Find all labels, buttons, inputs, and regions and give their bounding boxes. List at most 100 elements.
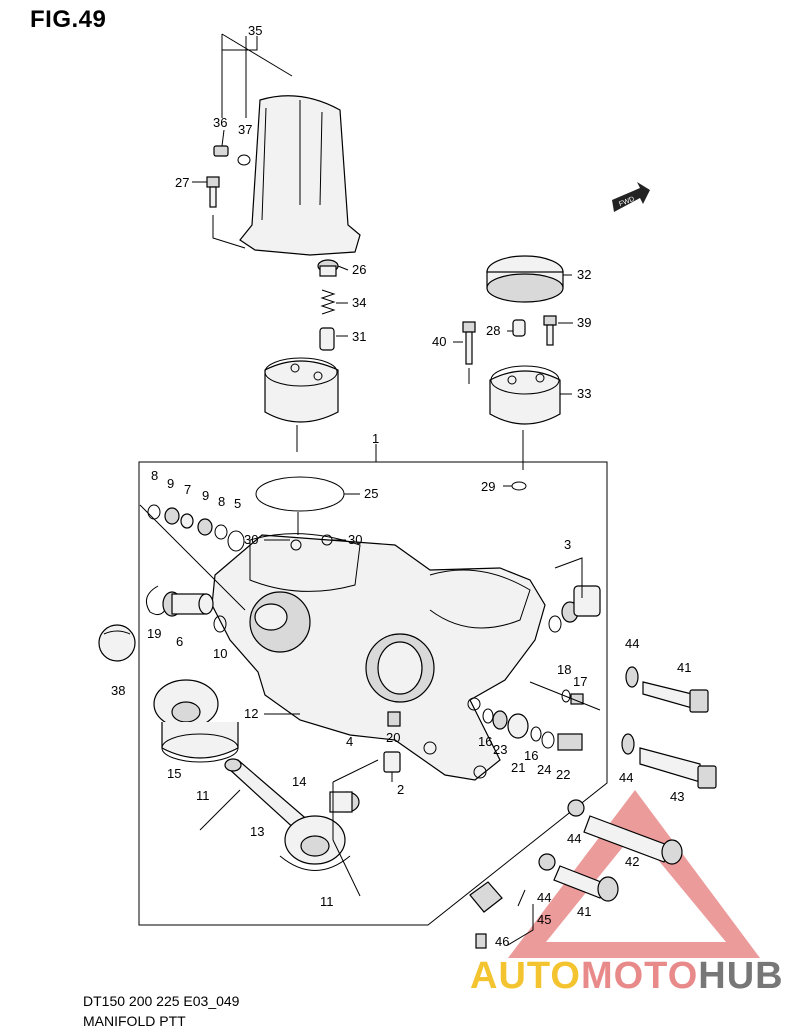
part-bolt-43 xyxy=(639,747,717,789)
callout-45: 45 xyxy=(537,912,551,927)
callout-10: 10 xyxy=(213,646,227,661)
callout-41b: 41 xyxy=(577,904,591,919)
callout-13: 13 xyxy=(250,824,264,839)
callout-17: 17 xyxy=(573,674,587,689)
callout-46: 46 xyxy=(495,934,509,949)
callout-31: 31 xyxy=(352,329,366,344)
part-clip-19 xyxy=(145,585,166,616)
part-washer-44b xyxy=(621,733,635,755)
callout-7: 7 xyxy=(184,482,191,497)
callout-labels: 35 36 37 27 26 34 31 32 39 28 40 33 1 25… xyxy=(111,23,691,949)
callout-43: 43 xyxy=(670,789,684,804)
part-cushion-45 xyxy=(469,881,503,913)
callout-20: 20 xyxy=(386,730,400,745)
part-spring-34 xyxy=(320,289,336,315)
part-shaft-13 xyxy=(224,758,351,871)
part-block-left xyxy=(264,357,339,452)
part-valve-3 xyxy=(548,557,601,633)
callout-18: 18 xyxy=(557,662,571,677)
callout-36: 36 xyxy=(213,115,227,130)
part-manifold-body xyxy=(211,533,546,781)
callout-26: 26 xyxy=(352,262,366,277)
part-valve-4 xyxy=(329,759,379,897)
watermark-logo: AUTOMOTOHUB xyxy=(470,955,784,998)
callout-2: 2 xyxy=(397,782,404,797)
part-nipple-20 xyxy=(387,711,401,727)
part-block-right xyxy=(489,365,561,470)
part-bolt-42 xyxy=(583,815,683,865)
part-valve-6 xyxy=(162,591,214,617)
callout-8b: 8 xyxy=(218,494,225,509)
callout-3: 3 xyxy=(564,537,571,552)
callout-9a: 9 xyxy=(167,476,174,491)
callout-15: 15 xyxy=(167,766,181,781)
part-piston-15 xyxy=(153,679,239,763)
callout-38: 38 xyxy=(111,683,125,698)
part-washer-44c xyxy=(567,799,585,817)
callout-28: 28 xyxy=(486,323,500,338)
callout-1: 1 xyxy=(372,431,379,446)
part-plug-28 xyxy=(512,319,526,337)
callout-11b: 11 xyxy=(320,894,334,909)
callout-23: 23 xyxy=(493,742,507,757)
callout-30b: 30 xyxy=(348,532,362,547)
part-cap-38 xyxy=(98,624,136,662)
part-piston-31 xyxy=(319,327,335,351)
figure-name: MANIFOLD PTT xyxy=(83,1013,186,1029)
fwd-arrow-icon: FWD xyxy=(612,182,650,212)
callout-24: 24 xyxy=(537,762,551,777)
part-bolt-36 xyxy=(213,145,229,157)
callout-44b: 44 xyxy=(619,770,633,785)
callout-5: 5 xyxy=(234,496,241,511)
callout-34: 34 xyxy=(352,295,366,310)
callout-44d: 44 xyxy=(537,890,551,905)
part-washer-44a xyxy=(625,666,639,688)
part-small-row-right xyxy=(482,681,601,751)
callout-40: 40 xyxy=(432,334,446,349)
callout-21: 21 xyxy=(511,760,525,775)
part-oring-37 xyxy=(237,154,251,166)
callout-12: 12 xyxy=(244,706,258,721)
callout-11a: 11 xyxy=(196,788,210,803)
part-valve-2 xyxy=(383,751,401,782)
leader-lines xyxy=(192,36,573,946)
callout-39: 39 xyxy=(577,315,591,330)
callout-44a: 44 xyxy=(625,636,639,651)
callout-22: 22 xyxy=(556,767,570,782)
callout-37: 37 xyxy=(238,122,252,137)
part-small-row-left xyxy=(139,504,246,611)
figure-code: DT150 200 225 E03_049 xyxy=(83,993,240,1009)
callout-19: 19 xyxy=(147,626,161,641)
part-bolt-41b xyxy=(553,865,619,902)
part-bolt-40 xyxy=(462,321,476,384)
callout-25: 25 xyxy=(364,486,378,501)
callout-14: 14 xyxy=(292,774,306,789)
watermark-text-moto: MOTO xyxy=(580,955,699,997)
callout-8a: 8 xyxy=(151,468,158,483)
part-washer-44d xyxy=(538,853,556,871)
callout-6: 6 xyxy=(176,634,183,649)
watermark-text-hub: HUB xyxy=(698,955,784,997)
callout-4: 4 xyxy=(346,734,353,749)
callout-35: 35 xyxy=(248,23,262,38)
part-cover-35 xyxy=(212,33,361,256)
part-oring-10 xyxy=(213,615,227,633)
part-bolt-27 xyxy=(206,176,220,208)
callout-41a: 41 xyxy=(677,660,691,675)
part-oring-25 xyxy=(255,476,345,535)
callout-16a: 16 xyxy=(478,734,492,749)
watermark-text-auto: AUTO xyxy=(470,955,581,997)
callout-9b: 9 xyxy=(202,488,209,503)
callout-29: 29 xyxy=(481,479,495,494)
main-assembly-frame xyxy=(138,461,608,926)
callout-42: 42 xyxy=(625,854,639,869)
figure-title: FIG.49 xyxy=(30,6,107,33)
part-plate-32 xyxy=(486,255,564,303)
callout-16b: 16 xyxy=(524,748,538,763)
callout-33: 33 xyxy=(577,386,591,401)
part-bolt-41a xyxy=(642,681,709,713)
callout-30a: 30 xyxy=(244,532,258,547)
part-bolt-39 xyxy=(543,315,557,346)
part-oring-29 xyxy=(511,481,527,491)
